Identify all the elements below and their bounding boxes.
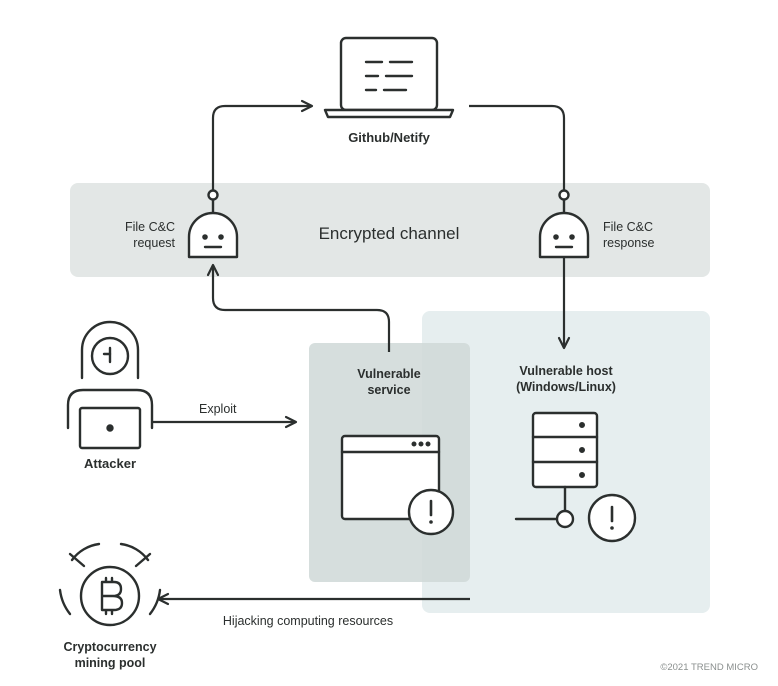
attacker-label: Attacker [84, 456, 136, 471]
bitcoin-icon [58, 542, 162, 627]
alert-icon [407, 488, 455, 536]
server-icon [514, 411, 599, 529]
file-cc-request-label-line1: File C&C [125, 220, 175, 234]
line-github-to-response [469, 104, 566, 190]
arrow-request-to-github [211, 99, 314, 190]
laptop-icon [323, 36, 455, 119]
vulnerable-host-label-line2: (Windows/Linux) [516, 380, 616, 394]
copyright-notice: ©2021 TREND MICRO [660, 662, 758, 673]
vulnerable-service-label-line1: Vulnerable [357, 367, 420, 381]
vulnerable-service-label-line2: service [367, 383, 410, 397]
file-cc-request-label-line2: request [133, 236, 175, 250]
mining-pool-label-line2: mining pool [75, 656, 146, 670]
encrypted-channel-label: Encrypted channel [319, 224, 460, 243]
arrow-service-to-request [206, 263, 391, 352]
vulnerable-host-label-line1: Vulnerable host [519, 364, 613, 378]
hacker-icon [66, 320, 154, 450]
robot-icon [187, 189, 239, 259]
hijacking-label: Hijacking computing resources [223, 614, 393, 628]
file-cc-response-label-line1: File C&C [603, 220, 653, 234]
mining-pool-label-line1: Cryptocurrency [63, 640, 156, 654]
github-netify-label: Github/Netify [348, 130, 430, 145]
alert-icon [587, 493, 637, 543]
exploit-label: Exploit [199, 402, 237, 416]
file-cc-response-label-line2: response [603, 236, 654, 250]
robot-icon [538, 189, 590, 259]
